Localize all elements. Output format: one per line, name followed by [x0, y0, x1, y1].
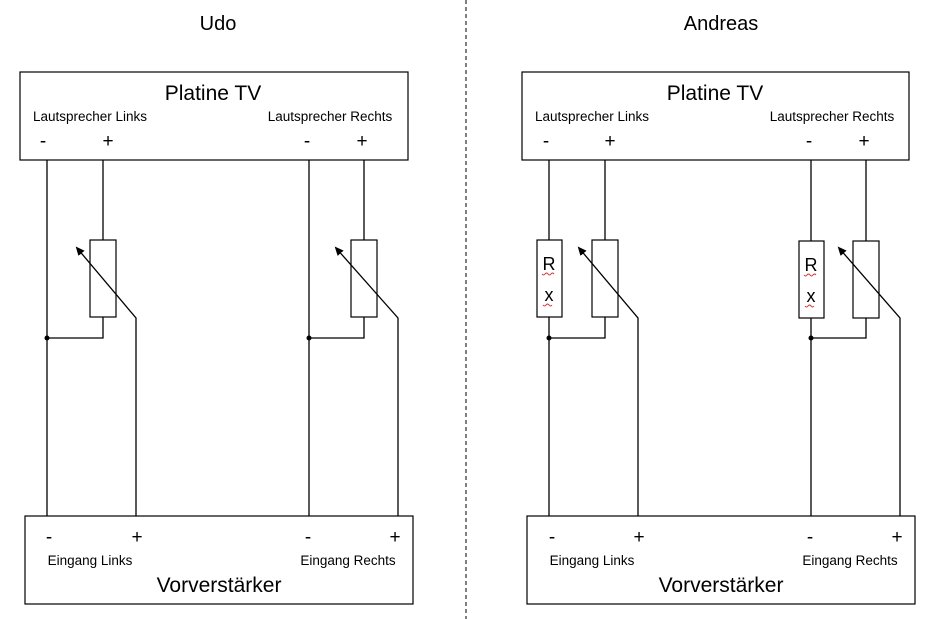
udo-input-right-label: Eingang Rechts	[300, 553, 396, 568]
andreas-input-left-label: Eingang Links	[550, 553, 635, 568]
andreas-speaker-left-label: Lautsprecher Links	[535, 109, 649, 124]
udo-platine-label: Platine TV	[165, 82, 262, 105]
udo-vorverstaerker-label: Vorverstärker	[157, 574, 282, 597]
udo-speaker-left-label: Lautsprecher Links	[33, 109, 147, 124]
udo-vorverstaerker-box	[24, 515, 414, 605]
andreas-left-rx-x: x	[545, 285, 554, 305]
udo-speaker-right-plus: +	[356, 131, 367, 152]
udo-platine-box	[19, 71, 409, 161]
udo-input-right-minus: -	[305, 527, 311, 548]
udo-left-junction	[44, 335, 50, 341]
udo-input-left-label: Eingang Links	[48, 553, 133, 568]
udo-input-left-plus: +	[131, 527, 142, 548]
udo-title: Udo	[200, 13, 237, 35]
udo-diagram: Udo Platine TV Lautsprecher Links Lautsp…	[19, 13, 414, 605]
udo-input-left-minus: -	[46, 527, 52, 548]
andreas-platine-label: Platine TV	[667, 82, 764, 105]
andreas-right-rx-x: x	[807, 286, 816, 306]
udo-speaker-left-plus: +	[102, 131, 113, 152]
andreas-left-wiper-arrow	[577, 246, 639, 516]
andreas-speaker-left-plus: +	[604, 131, 615, 152]
andreas-right-rx-squiggle-x	[804, 304, 815, 308]
udo-speaker-left-minus: -	[40, 131, 46, 152]
andreas-input-right-plus: +	[891, 527, 902, 548]
udo-speaker-right-minus: -	[304, 131, 310, 152]
andreas-input-right-minus: -	[807, 527, 813, 548]
udo-input-right-plus: +	[389, 527, 400, 548]
andreas-speaker-left-minus: -	[543, 131, 549, 152]
andreas-right-wiper-arrow	[837, 246, 901, 516]
udo-right-pot-bottom-wire	[309, 317, 365, 339]
andreas-vorverstaerker-label: Vorverstärker	[659, 574, 784, 597]
andreas-left-rx-r: R	[543, 254, 556, 274]
udo-right-wiper-arrow	[334, 246, 399, 516]
andreas-speaker-right-plus: +	[858, 131, 869, 152]
udo-speaker-right-label: Lautsprecher Rechts	[268, 109, 393, 124]
andreas-right-rx-squiggle-r	[803, 273, 817, 277]
udo-left-wiper-arrow	[75, 246, 137, 516]
andreas-left-rx-squiggle-r	[541, 272, 555, 276]
andreas-input-left-plus: +	[633, 527, 644, 548]
udo-right-junction	[306, 335, 312, 341]
udo-left-pot-bottom-wire	[47, 317, 104, 339]
andreas-speaker-right-minus: -	[806, 131, 812, 152]
andreas-speaker-right-label: Lautsprecher Rechts	[770, 109, 895, 124]
andreas-platine-box	[521, 71, 910, 161]
andreas-input-right-label: Eingang Rechts	[802, 553, 898, 568]
udo-right-potentiometer	[350, 239, 378, 318]
andreas-left-rx-squiggle-x	[542, 303, 553, 307]
andreas-right-junction	[808, 335, 814, 341]
andreas-left-pot-bottom-wire	[549, 317, 606, 339]
andreas-vorverstaerker-box	[526, 515, 916, 605]
andreas-right-resistor-rx	[798, 240, 825, 319]
andreas-right-rx-r: R	[805, 255, 818, 275]
andreas-right-pot-bottom-wire	[811, 318, 867, 339]
andreas-diagram: Andreas Platine TV Lautsprecher Links La…	[521, 13, 916, 605]
andreas-title: Andreas	[684, 13, 759, 35]
andreas-input-left-minus: -	[549, 527, 555, 548]
andreas-left-junction	[546, 335, 552, 341]
